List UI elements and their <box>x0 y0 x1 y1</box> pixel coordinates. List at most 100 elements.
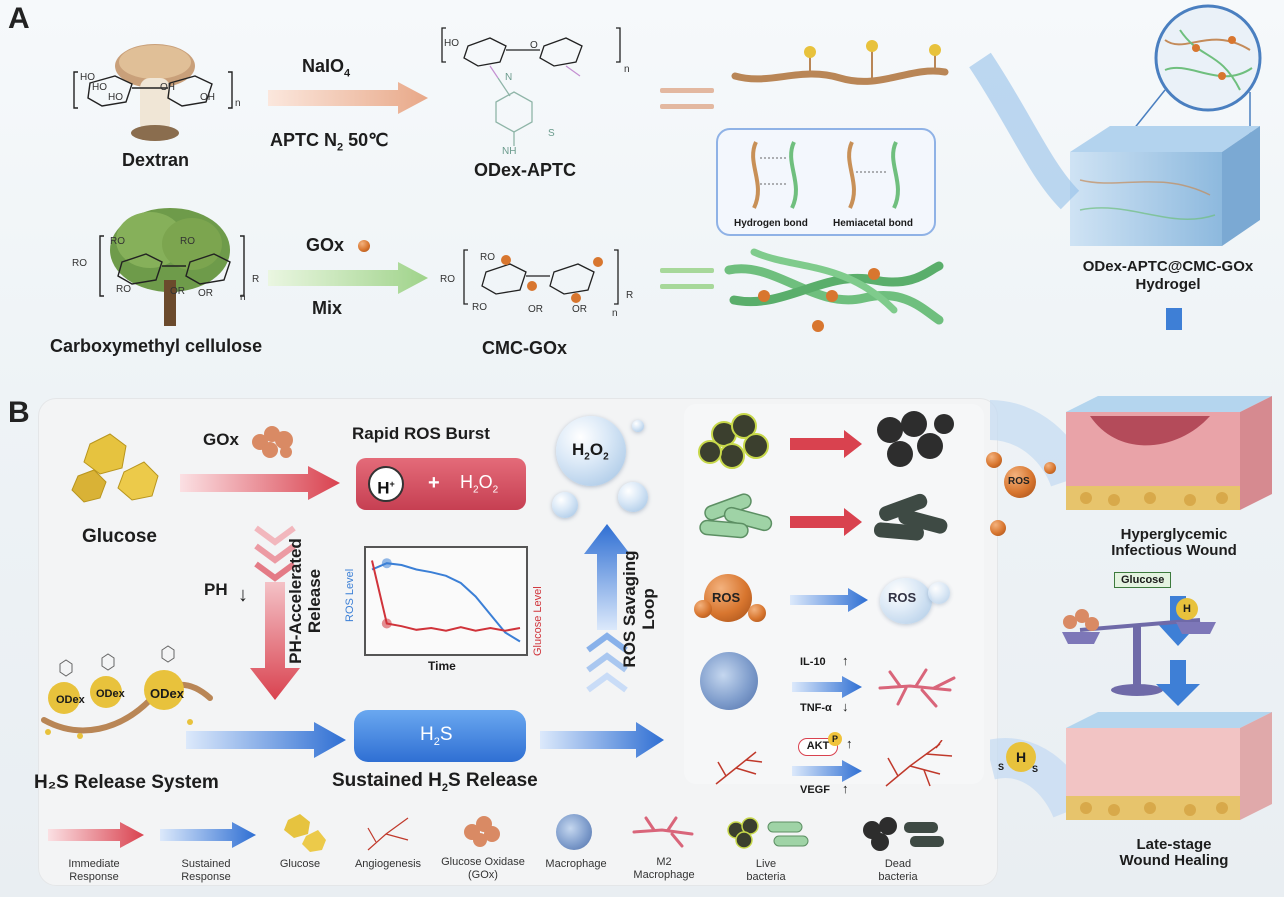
wound-illustrations <box>990 396 1272 820</box>
cmcgox-group-1: RO <box>480 252 495 263</box>
ros-plus-sign: + <box>428 472 440 494</box>
ros-ball-left <box>694 600 712 618</box>
legend-immediate-icon <box>48 822 144 848</box>
h2s-box <box>354 710 526 762</box>
odex-group-nh: NH <box>502 146 517 157</box>
dextran-repeat-n: n <box>235 98 241 109</box>
ros-bubble-label: ROS <box>888 590 917 605</box>
cmcgox-repeat-n: n <box>612 308 618 319</box>
cmc-structure <box>99 208 245 326</box>
odex-group-n: N <box>505 72 513 83</box>
chart-series-ros-level <box>371 562 521 643</box>
dextran-group-2: HO <box>92 82 107 93</box>
macrophage-cell-icon <box>700 652 758 710</box>
ros-scavenge-arrow <box>790 588 868 612</box>
hyperglycemic-label-1: Hyperglycemic <box>1120 526 1228 543</box>
equals-odex <box>660 88 714 93</box>
cmc-group-ro2: RO <box>72 258 87 269</box>
legend-angiogenesis-icon <box>367 817 409 851</box>
h2s-molecule-s-right: S <box>1032 764 1039 774</box>
hyperglycemic-label-2: Infectious Wound <box>1111 542 1237 559</box>
cmc-fiber-icon <box>724 248 944 332</box>
mix-label: Mix <box>312 298 343 318</box>
reaction-arrow-mix <box>268 262 428 294</box>
odex-repeat-n: n <box>624 64 630 75</box>
gox-label-a: GOx <box>306 235 345 255</box>
ros-ball-side-3 <box>1044 462 1056 474</box>
hydrogel-illustration <box>969 4 1262 330</box>
odex-group-s: S <box>548 128 555 139</box>
vegf-up: ↑ <box>842 781 849 796</box>
odex-aptc-label: ODex-APTC <box>474 160 577 180</box>
sustained-h2s-label: Sustained H2S Release <box>332 770 538 794</box>
legend-label-dead: Dead bacteria <box>878 858 918 883</box>
hemiacetal-bond-label: Hemiacetal bond <box>833 218 914 229</box>
cmc-group-or1: OR <box>170 286 185 297</box>
tnfa-down: ↓ <box>842 699 849 714</box>
glucose-icon <box>71 433 159 503</box>
h2o2-label: H2O2 <box>460 472 499 496</box>
cmc-group-ro4: RO <box>180 236 195 247</box>
legend-label-glucose: Glucose <box>279 858 321 870</box>
cmc-group-ro1: RO <box>110 236 125 247</box>
dextran-label: Dextran <box>122 150 190 170</box>
h2s-release-system-icon <box>41 645 213 739</box>
panel-b-letter: B <box>8 396 30 429</box>
legend-live-bacteria-icon <box>727 817 809 849</box>
chart-series-glucose-level <box>371 560 521 632</box>
cmcgox-group-3: RO <box>472 302 487 313</box>
hydrogel-label-line1: ODex-APTC@CMC-GOx <box>1082 258 1254 275</box>
m2-macrophage-icon <box>878 668 956 708</box>
bacteria-killing-illustration <box>698 411 954 541</box>
cmc-group-or2: OR <box>198 288 213 299</box>
akt-phospho-icon: P <box>828 732 842 746</box>
ros-ball-cluster <box>704 574 752 622</box>
h2o2-bubble-label: H2O2 <box>572 440 609 463</box>
cmcgox-group-2: RO <box>440 274 455 285</box>
gox-label-b: GOx <box>203 430 239 449</box>
ros-ball-side-1 <box>986 452 1002 468</box>
legend-label-angiogenesis: Angiogenesis <box>354 858 422 870</box>
ros-loop-label: ROS Savaging Loop <box>620 550 658 668</box>
h2s-box-label: H2S <box>420 724 453 748</box>
il10-up: ↑ <box>842 653 849 668</box>
legend-label-macrophage: Macrophage <box>545 858 607 870</box>
h2o2-bubble-small-2 <box>552 492 578 518</box>
odex-group-o: O <box>530 40 538 51</box>
legend-sustained-icon <box>160 822 256 848</box>
macrophage-polarization-arrow <box>792 676 862 698</box>
ph-release-label: PH-Accelerated Release <box>286 538 324 664</box>
cmcgox-group-r: R <box>626 290 634 301</box>
h2s-release-system-label: H₂S Release System <box>34 772 219 793</box>
ros-loop-arrow <box>584 524 630 693</box>
legend-label-live: Live bacteria <box>746 858 786 883</box>
chart-point-ros-peak <box>381 558 392 569</box>
glucose-tag: Glucose <box>1114 572 1172 588</box>
immediate-arrow-to-ros <box>180 466 340 500</box>
ph-label: PH <box>204 580 228 599</box>
odex-aptc-structure <box>441 27 621 146</box>
gox-enzyme-icon <box>252 426 293 458</box>
legend-label-gox: Glucose Oxidase (GOx) <box>441 856 525 881</box>
gox-ball-icon <box>358 240 370 252</box>
angiogenesis-icon-right <box>885 740 953 787</box>
vegf-label: VEGF <box>800 784 830 796</box>
legend-macrophage-icon <box>556 814 592 850</box>
cmcgox-group-4: OR <box>528 304 543 315</box>
ros-bubble-small <box>928 582 950 604</box>
dextran-group-5: OH <box>160 82 175 93</box>
h2s-molecule-large: H <box>1006 742 1036 772</box>
ros-bubble <box>880 578 932 624</box>
angiogenesis-icon-left <box>715 751 763 785</box>
ros-ball-right <box>748 604 766 622</box>
cmc-repeat-n: n <box>240 292 246 303</box>
chart-time-label: Time <box>428 659 456 673</box>
ros-ball-side-4 <box>990 520 1006 536</box>
hydrogel-label-line2: Hydrogel <box>1135 276 1201 293</box>
bond-diagram <box>751 141 900 209</box>
cmcgox-group-5: OR <box>572 304 587 315</box>
cmc-group-r: R <box>252 274 260 285</box>
cmc-label: Carboxymethyl cellulose <box>50 336 263 356</box>
h-plus-circle: H+ <box>368 466 404 502</box>
glucose-label: Glucose <box>82 526 157 547</box>
